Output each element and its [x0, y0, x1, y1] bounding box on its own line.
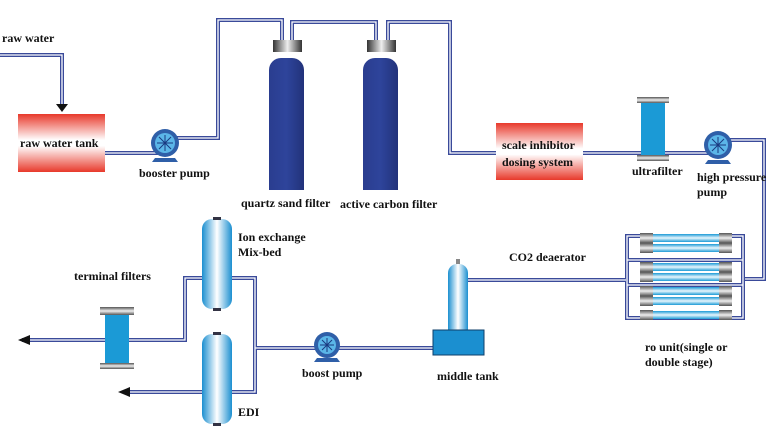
scale-inhibitor-label: scale inhibitor dosing system — [502, 137, 575, 171]
ro-tube — [640, 243, 732, 253]
ultrafilter-label: ultrafilter — [632, 164, 683, 178]
arrow-terminal-out — [18, 335, 30, 345]
ro-tube — [640, 286, 732, 296]
raw-water-tank-label: raw water tank — [20, 136, 99, 150]
pipe-sand-to-carbon — [290, 20, 378, 40]
ion-exchange-mix-bed — [202, 217, 232, 311]
high-pressure-pump-label-line1: high pressure — [697, 170, 767, 184]
ion-exchange-label-line1: Ion exchange — [238, 230, 306, 244]
ultrafilter — [637, 97, 669, 161]
booster-pump-label: booster pump — [139, 166, 210, 180]
arrow-raw-water-down — [56, 104, 68, 112]
middle-tank-label: middle tank — [437, 369, 499, 383]
scale-inhibitor-dosing-system — [496, 123, 583, 180]
ro-unit-label-line1: ro unit(single or — [645, 340, 728, 354]
raw-water-label: raw water — [2, 31, 55, 45]
active-carbon-filter — [363, 40, 398, 190]
terminal-filter — [100, 307, 134, 369]
ro-tube — [640, 310, 732, 320]
boost-pump-icon — [314, 332, 340, 362]
middle-tank — [432, 329, 485, 356]
ro-tube — [640, 296, 732, 306]
active-carbon-filter-label: active carbon filter — [340, 197, 438, 211]
pipe-carbon-to-dosing — [386, 20, 496, 155]
co2-deaerator — [448, 259, 468, 332]
ion-exchange-label-line2: Mix-bed — [238, 245, 282, 259]
ro-unit-label-line2: double stage) — [645, 355, 713, 369]
pipe-raw-water-inlet — [0, 53, 64, 106]
pipe-booster-to-sand — [176, 18, 284, 140]
terminal-filters-label: terminal filters — [74, 269, 151, 283]
pipe-to-mixbed — [232, 276, 257, 348]
ro-unit-label: ro unit(single or double stage) — [645, 340, 727, 370]
high-pressure-pump-label: high pressure pump — [697, 170, 766, 200]
scale-inhibitor-label-line1: scale inhibitor — [502, 138, 576, 152]
ro-tube — [640, 272, 732, 282]
ro-tube — [640, 262, 732, 272]
pipe-to-edi — [232, 348, 257, 394]
edi-unit — [202, 332, 232, 426]
ion-exchange-label: Ion exchange Mix-bed — [238, 230, 306, 260]
quartz-sand-filter — [269, 40, 304, 190]
quartz-sand-filter-label: quartz sand filter — [241, 196, 331, 210]
high-pressure-pump-label-line2: pump — [697, 185, 728, 199]
edi-label: EDI — [238, 405, 260, 419]
arrow-edi-out — [118, 387, 130, 397]
booster-pump-icon — [151, 129, 179, 162]
ro-tube — [640, 233, 732, 243]
high-pressure-pump-icon — [704, 131, 732, 164]
boost-pump-label: boost pump — [302, 366, 363, 380]
raw-water-tank — [18, 114, 105, 172]
co2-deaerator-label: CO2 deaerator — [509, 250, 586, 264]
scale-inhibitor-label-line2: dosing system — [502, 155, 574, 169]
ro-unit — [640, 233, 732, 320]
